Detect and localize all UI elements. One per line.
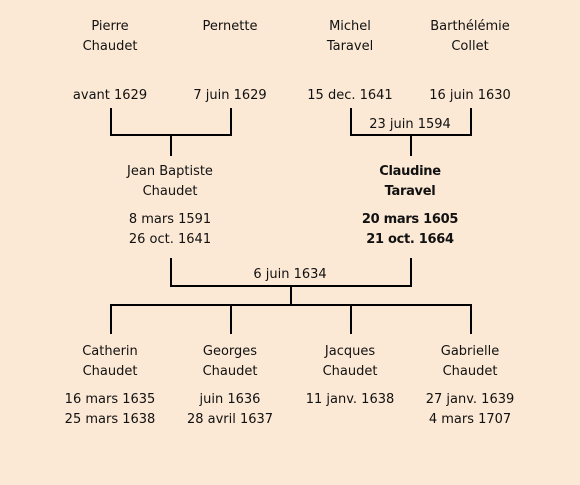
- connector-line: [470, 304, 472, 334]
- father: Jean Baptiste Chaudet: [90, 162, 250, 202]
- last-name: Chaudet: [142, 184, 198, 199]
- grandparent-date: 7 juin 1629: [193, 88, 267, 103]
- grandparent-date: 15 dec. 1641: [307, 88, 393, 103]
- first-name: Jean Baptiste: [127, 164, 213, 179]
- connector-line: [230, 304, 232, 334]
- birth-date: juin 1636: [199, 392, 261, 407]
- grandparent-pierre: Pierre Chaudet: [30, 17, 190, 57]
- last-name: Chaudet: [82, 364, 138, 379]
- last-name: Collet: [451, 39, 489, 54]
- connector-line: [350, 304, 352, 334]
- last-name: Chaudet: [442, 364, 498, 379]
- birth-date: 16 mars 1635: [64, 392, 156, 407]
- father-dates: 8 mars 1591 26 oct. 1641: [90, 210, 250, 250]
- child-georges: Georges Chaudet: [150, 342, 310, 382]
- birth-date: 8 mars 1591: [128, 212, 212, 227]
- child-jacques: Jacques Chaudet: [270, 342, 430, 382]
- last-name: Chaudet: [202, 364, 258, 379]
- grandparent-date: avant 1629: [72, 88, 148, 103]
- birth-date: 11 janv. 1638: [305, 392, 395, 407]
- child-dates: 11 janv. 1638: [270, 390, 430, 410]
- connector-line: [110, 304, 112, 334]
- child-gabrielle: Gabrielle Chaudet: [390, 342, 550, 382]
- child-dates: 16 mars 1635 25 mars 1638: [30, 390, 190, 430]
- connector-line: [470, 108, 472, 135]
- last-name: Taravel: [384, 184, 436, 199]
- last-name: Taravel: [326, 39, 374, 54]
- birth-date: 20 mars 1605: [361, 212, 459, 227]
- death-date: 26 oct. 1641: [128, 232, 212, 247]
- first-name: Georges: [202, 344, 258, 359]
- connector-line: [410, 258, 412, 287]
- marriage-date-parents: 6 juin 1634: [253, 267, 327, 282]
- grandparent-barthelemie: Barthélémie Collet: [390, 17, 550, 57]
- grandparent-michel: Michel Taravel: [270, 17, 430, 57]
- mother-dates: 20 mars 1605 21 oct. 1664: [330, 210, 490, 250]
- connector-line: [230, 108, 232, 135]
- child-dates: 27 janv. 1639 4 mars 1707: [390, 390, 550, 430]
- child-dates: juin 1636 28 avril 1637: [150, 390, 310, 430]
- marriage-date-maternal: 23 juin 1594: [369, 117, 451, 132]
- death-date: 25 mars 1638: [64, 412, 156, 427]
- grandparent-date: 16 juin 1630: [429, 88, 511, 103]
- first-name: Michel: [329, 19, 371, 34]
- death-date: 28 avril 1637: [186, 412, 274, 427]
- connector-line: [170, 134, 172, 156]
- first-name: Pierre: [91, 19, 129, 34]
- connector-line: [410, 134, 412, 156]
- child-catherin: Catherin Chaudet: [30, 342, 190, 382]
- connector-line: [290, 285, 292, 305]
- first-name: Catherin: [82, 344, 138, 359]
- first-name: Claudine: [379, 164, 441, 179]
- connector-line: [350, 108, 352, 135]
- death-date: 21 oct. 1664: [366, 232, 454, 247]
- first-name: Jacques: [324, 344, 376, 359]
- first-name: Gabrielle: [440, 344, 500, 359]
- connector-line: [170, 258, 172, 287]
- connector-line: [110, 304, 472, 306]
- mother: Claudine Taravel: [330, 162, 490, 202]
- first-name: Barthélémie: [430, 19, 510, 34]
- death-date: 4 mars 1707: [428, 412, 512, 427]
- first-name: Pernette: [202, 19, 258, 34]
- grandparent-pernette: Pernette: [150, 17, 310, 37]
- last-name: Chaudet: [82, 39, 138, 54]
- last-name: Chaudet: [322, 364, 378, 379]
- birth-date: 27 janv. 1639: [425, 392, 515, 407]
- connector-line: [110, 108, 112, 135]
